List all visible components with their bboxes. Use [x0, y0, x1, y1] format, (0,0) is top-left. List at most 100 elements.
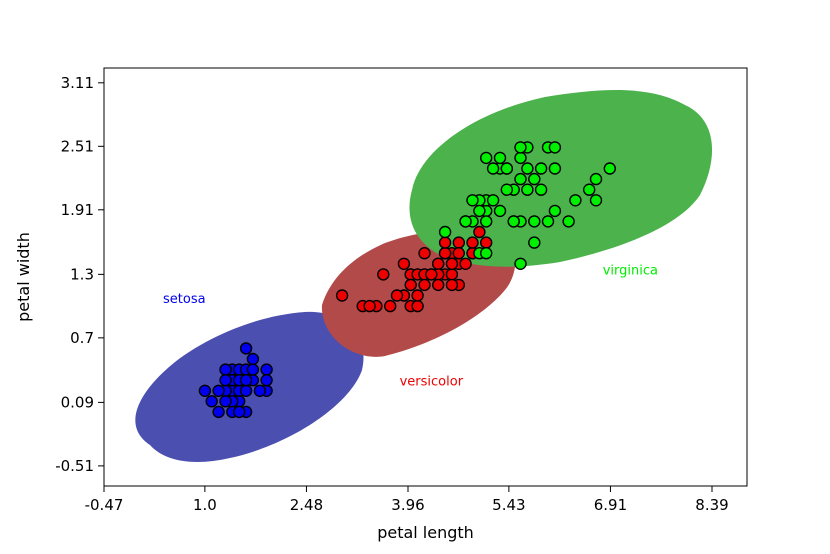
point-virginica: [514, 257, 527, 270]
point-virginica: [480, 151, 493, 165]
point-versicolor: [384, 299, 397, 313]
point-versicolor: [397, 257, 411, 270]
point-setosa: [246, 363, 260, 376]
y-tick-label: 1.3: [70, 265, 94, 283]
point-versicolor: [404, 278, 417, 292]
x-tick-label: 6.91: [594, 496, 627, 514]
point-setosa: [239, 384, 253, 397]
point-setosa: [219, 363, 232, 376]
point-versicolor: [425, 268, 438, 281]
point-virginica: [528, 172, 541, 186]
point-versicolor: [432, 278, 445, 292]
point-virginica: [589, 194, 603, 207]
point-virginica: [493, 204, 507, 218]
x-tick-label: -0.47: [85, 496, 124, 514]
region-label-versicolor: versicolor: [400, 374, 464, 389]
point-setosa: [219, 395, 232, 408]
point-virginica: [514, 151, 527, 165]
x-tick-label: 2.48: [290, 496, 323, 514]
point-virginica: [589, 172, 603, 186]
point-setosa: [239, 374, 253, 387]
point-versicolor: [432, 257, 445, 270]
y-tick-label: 1.91: [61, 201, 94, 219]
point-versicolor: [459, 257, 472, 270]
point-virginica: [562, 215, 575, 228]
point-setosa: [253, 384, 266, 397]
plot-area-frame: [103, 67, 748, 487]
point-virginica: [548, 204, 562, 218]
y-tick-label: 2.51: [61, 137, 94, 155]
point-setosa: [212, 405, 225, 419]
x-axis: -0.47 1.0 2.48 3.96 5.43 6.91 8.39: [85, 486, 729, 514]
point-versicolor: [418, 278, 431, 292]
point-virginica: [569, 194, 582, 207]
point-virginica: [548, 141, 562, 154]
point-virginica: [486, 162, 500, 175]
point-virginica: [528, 236, 541, 249]
point-versicolor: [473, 225, 486, 239]
point-versicolor: [377, 268, 390, 281]
x-tick-label: 8.39: [695, 496, 728, 514]
x-tick-label: 1.0: [193, 496, 217, 514]
point-versicolor: [418, 246, 431, 260]
point-versicolor: [335, 289, 349, 302]
point-virginica: [514, 172, 527, 186]
point-virginica: [438, 225, 452, 239]
point-virginica: [507, 215, 520, 228]
point-versicolor: [445, 278, 459, 292]
y-axis: -0.51 0.09 0.7 1.3 1.91 2.51 3.11: [55, 74, 104, 475]
point-versicolor: [445, 257, 459, 270]
point-setosa: [232, 405, 246, 419]
point-virginica: [486, 194, 500, 207]
point-virginica: [466, 194, 479, 207]
point-versicolor: [411, 289, 424, 302]
point-virginica: [459, 215, 472, 228]
point-versicolor: [438, 236, 452, 249]
point-versicolor: [390, 289, 404, 302]
x-axis-title: petal length: [377, 523, 474, 542]
point-virginica: [534, 162, 548, 175]
point-versicolor: [452, 246, 465, 260]
point-setosa: [198, 384, 212, 397]
point-setosa: [260, 363, 273, 376]
point-virginica: [534, 183, 548, 196]
point-setosa: [219, 374, 232, 387]
point-virginica: [541, 215, 555, 228]
point-virginica: [528, 215, 541, 228]
point-virginica: [500, 183, 513, 196]
point-versicolor: [452, 236, 465, 249]
y-tick-label: 0.09: [61, 393, 94, 411]
point-setosa: [212, 384, 225, 397]
point-virginica: [493, 151, 507, 165]
y-tick-label: -0.51: [55, 457, 94, 475]
x-tick-label: 3.96: [391, 496, 424, 514]
point-virginica: [500, 162, 513, 175]
point-virginica: [480, 246, 493, 260]
point-virginica: [480, 215, 493, 228]
point-virginica: [521, 162, 534, 175]
point-versicolor: [411, 299, 424, 313]
point-virginica: [514, 141, 527, 154]
point-versicolor: [466, 236, 479, 249]
region-label-setosa: setosa: [163, 292, 206, 307]
point-virginica: [583, 183, 596, 196]
point-setosa: [246, 352, 260, 366]
point-virginica: [473, 204, 486, 218]
y-tick-label: 0.7: [70, 329, 94, 347]
point-virginica: [521, 183, 534, 196]
point-setosa: [239, 342, 253, 355]
y-tick-label: 3.11: [61, 74, 94, 92]
region-label-virginica: virginica: [603, 263, 658, 278]
x-tick-label: 5.43: [492, 496, 525, 514]
point-setosa: [205, 395, 218, 408]
point-virginica: [548, 162, 562, 175]
point-versicolor: [480, 236, 493, 249]
point-versicolor: [445, 268, 459, 281]
region-labels: setosa versicolor virginica: [163, 263, 658, 389]
point-versicolor: [438, 246, 452, 260]
point-virginica: [603, 162, 616, 175]
data-points: [198, 141, 616, 419]
point-versicolor: [363, 299, 376, 313]
point-setosa: [260, 374, 273, 387]
